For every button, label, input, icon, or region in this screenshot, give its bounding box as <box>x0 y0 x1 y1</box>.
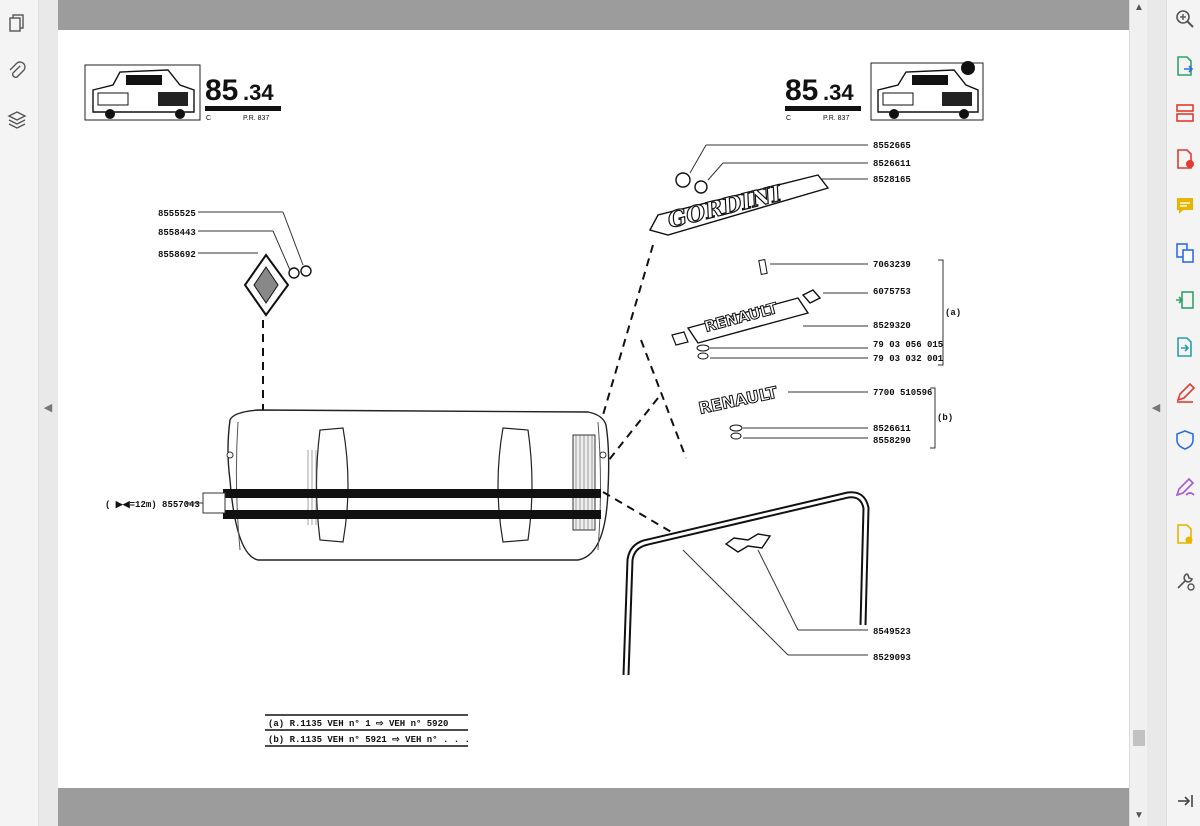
rear-window-seal <box>622 491 870 676</box>
right-tools-pane <box>1166 0 1200 826</box>
gordini-badge-parts: GORDINI <box>648 144 868 236</box>
left-navigation-pane <box>0 0 39 826</box>
header-number-right: 85 <box>785 74 818 107</box>
part-label-6075753: 6075753 <box>873 287 911 297</box>
part-label-8555525: 8555525 <box>158 209 196 219</box>
request-signature-icon[interactable] <box>1174 523 1196 545</box>
part-label-8526611-top: 8526611 <box>873 159 911 169</box>
collapse-right-pane-icon[interactable]: ◀ <box>1151 402 1161 414</box>
group-label-a: (a) <box>945 308 961 318</box>
header-code-left: C <box>206 115 211 122</box>
protect-icon[interactable] <box>1174 429 1196 451</box>
leader-badge-a <box>640 339 687 459</box>
scrollbar-thumb[interactable] <box>1133 730 1145 746</box>
front-emblem-parts <box>198 211 312 317</box>
header-rule-right <box>785 106 861 111</box>
header-subnumber-left: .34 <box>243 80 274 105</box>
leader-badge-b <box>600 397 659 471</box>
part-label-8552665: 8552665 <box>873 141 911 151</box>
header-rule-left <box>205 106 281 111</box>
car-thumbnail-left <box>84 64 201 121</box>
part-label-8558692: 8558692 <box>158 250 196 260</box>
scroll-down-icon[interactable]: ▼ <box>1134 810 1144 821</box>
part-label-79-03-056-015: 79 03 056 015 <box>873 340 943 350</box>
right-pane-gutter <box>1147 0 1166 826</box>
left-pane-gutter <box>39 0 58 826</box>
header-number-left: 85 <box>205 74 238 107</box>
leader-gordini-to-car <box>602 244 654 416</box>
part-label-8557043: ( ▶◀=12m) 8557043 <box>105 500 200 510</box>
organize-pages-icon[interactable] <box>1174 102 1196 124</box>
vertical-scrollbar[interactable]: ▲ ▼ <box>1129 0 1148 826</box>
collapse-left-pane-icon[interactable]: ◀ <box>43 402 53 414</box>
parts-diagram: 85 .34 C P.R. 837 85 .34 C P.R. 837 <box>84 61 984 747</box>
attachment-icon[interactable] <box>6 60 28 82</box>
leader-rear-window <box>602 491 674 534</box>
part-label-8529093: 8529093 <box>873 653 911 663</box>
comment-icon[interactable] <box>1174 195 1196 217</box>
pages-icon[interactable] <box>6 12 28 34</box>
zoom-icon[interactable] <box>1174 8 1196 30</box>
legend-table <box>265 714 468 747</box>
header-ref-left: P.R. 837 <box>243 115 269 122</box>
part-label-8529320: 8529320 <box>873 321 911 331</box>
more-tools-icon[interactable] <box>1174 570 1196 592</box>
svg-text:RENAULT: RENAULT <box>697 383 779 418</box>
part-label-79-03-032-001: 79 03 032 001 <box>873 354 944 364</box>
part-label-7700-510596: 7700 510596 <box>873 388 932 398</box>
renault-badge-a-parts: RENAULT <box>671 259 944 366</box>
part-label-8558443: 8558443 <box>158 228 196 238</box>
part-label-8549523: 8549523 <box>873 627 911 637</box>
convert-pdf-icon[interactable] <box>1174 336 1196 358</box>
scroll-up-icon[interactable]: ▲ <box>1134 2 1144 13</box>
export-pdf-icon[interactable] <box>1174 55 1196 77</box>
svg-text:GORDINI: GORDINI <box>665 180 785 233</box>
create-pdf-icon[interactable] <box>1174 148 1196 170</box>
expand-panel-icon[interactable] <box>1174 790 1196 812</box>
group-label-b: (b) <box>937 413 953 423</box>
part-label-7063239: 7063239 <box>873 260 911 270</box>
edit-pdf-icon[interactable] <box>1174 382 1196 404</box>
part-label-8528165: 8528165 <box>873 175 911 185</box>
part-label-8558290: 8558290 <box>873 436 911 446</box>
header-ref-right: P.R. 837 <box>823 115 849 122</box>
fill-sign-icon[interactable] <box>1174 476 1196 498</box>
legend-row-a: (a) R.1135 VEH n° 1 ⇨ VEH n° 5920 <box>268 719 448 729</box>
header-code-right: C <box>786 115 791 122</box>
header-subnumber-right: .34 <box>823 80 854 105</box>
car-top-view <box>202 409 610 561</box>
pdf-page: 85 .34 C P.R. 837 85 .34 C P.R. 837 <box>58 30 1129 788</box>
layers-icon[interactable] <box>6 109 28 131</box>
combine-files-icon[interactable] <box>1174 242 1196 264</box>
compress-pdf-icon[interactable] <box>1174 289 1196 311</box>
part-label-8526611-bottom: 8526611 <box>873 424 911 434</box>
legend-row-b: (b) R.1135 VEH n° 5921 ⇨ VEH n° . . . <box>268 735 470 745</box>
car-thumbnail-right <box>870 61 984 121</box>
